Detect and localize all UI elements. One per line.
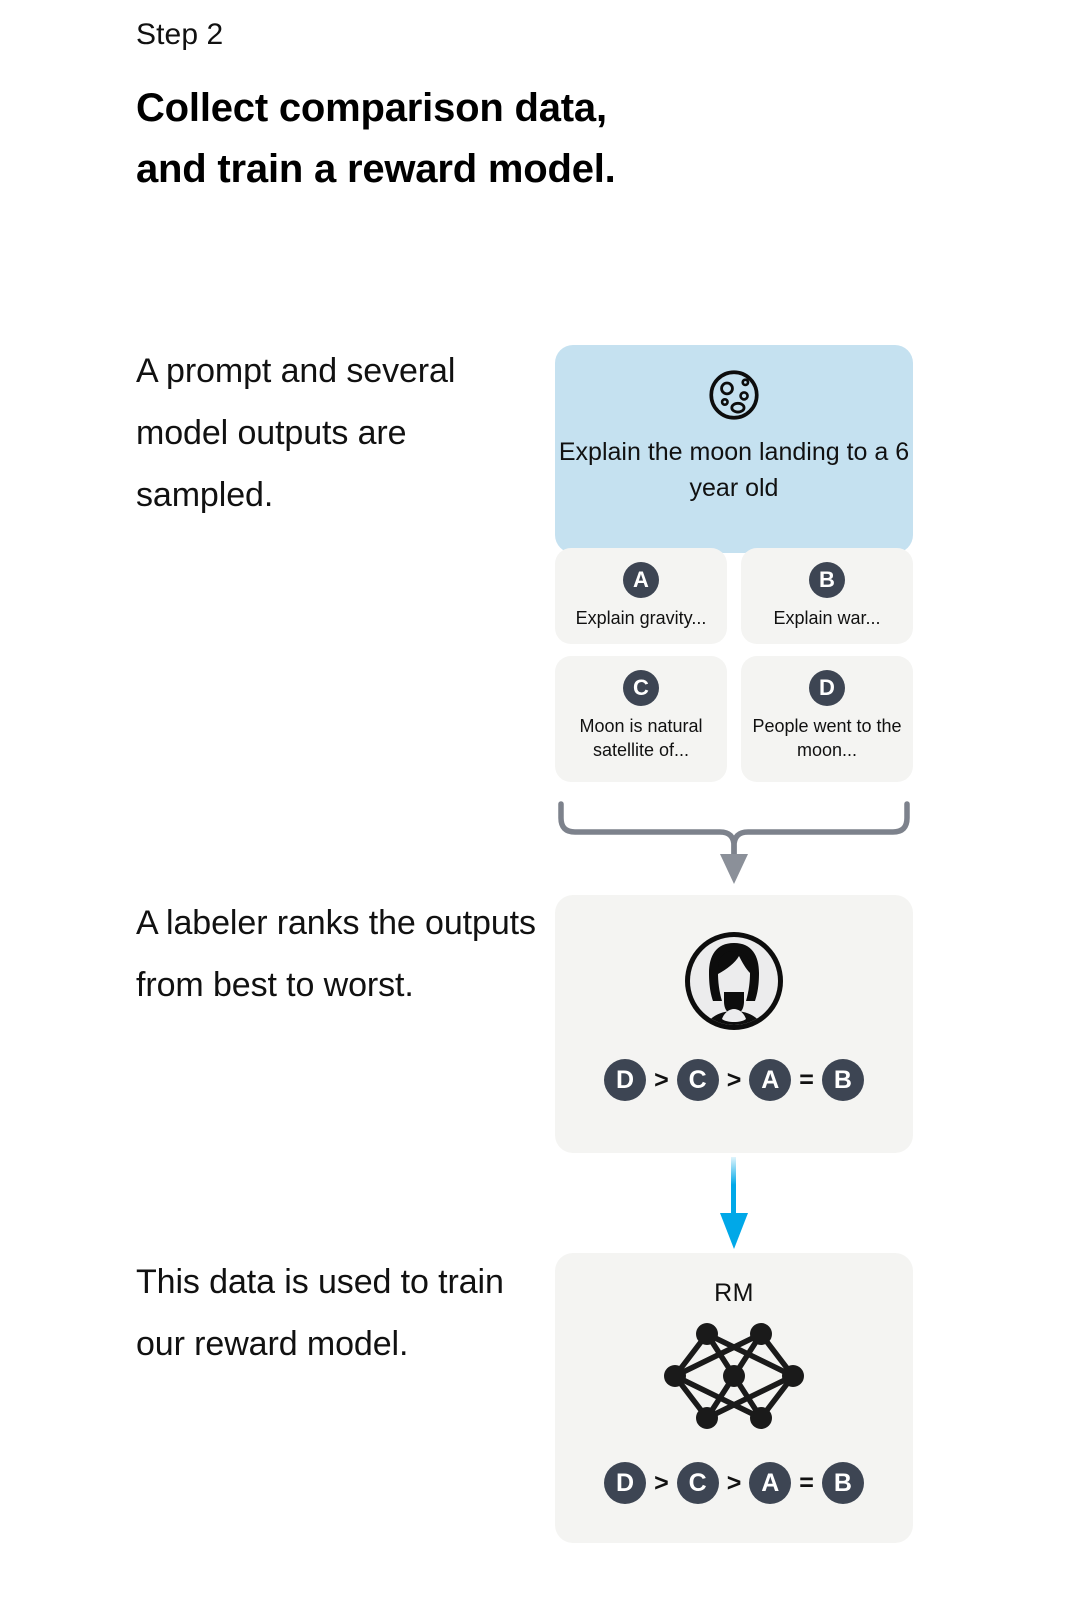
description-sampling: A prompt and several model outputs are s… xyxy=(136,352,456,514)
headline-line-2: and train a reward model. xyxy=(136,146,616,191)
rm-rank-badge-a: A xyxy=(749,1462,792,1504)
headline-line-1: Collect comparison data, xyxy=(136,86,607,130)
option-badge-b: B xyxy=(809,562,845,598)
reward-model-ranking: D > C > A = B xyxy=(604,1462,864,1504)
rm-rank-operator-2: > xyxy=(726,1468,742,1497)
option-text-a: Explain gravity... xyxy=(575,608,707,628)
rank-operator-2: > xyxy=(726,1065,742,1094)
option-card-d[interactable]: D People went to the moon... xyxy=(741,656,913,782)
option-cards-grid: A Explain gravity... B Explain war... C … xyxy=(555,548,913,782)
rank-badge-c: C xyxy=(676,1059,719,1101)
rm-rank-badge-d: D xyxy=(604,1462,647,1504)
rank-badge-a: A xyxy=(749,1059,792,1101)
description-labeling: A labeler ranks the outputs from best to… xyxy=(136,904,536,1004)
rm-label: RM xyxy=(714,1279,754,1307)
rm-rank-operator-1: > xyxy=(654,1468,669,1497)
moon-icon xyxy=(706,367,762,423)
page-title: Collect comparison data, and train a rew… xyxy=(136,78,776,200)
option-badge-a: A xyxy=(623,562,659,598)
rank-operator-3: = xyxy=(799,1065,814,1094)
description-training: This data is used to train our reward mo… xyxy=(136,1263,504,1363)
rank-badge-d: D xyxy=(604,1059,647,1101)
labeler-card: D > C > A = B xyxy=(555,895,913,1153)
rank-badge-b: B xyxy=(821,1059,864,1101)
option-card-c[interactable]: C Moon is natural satellite of... xyxy=(555,656,727,782)
rank-operator-1: > xyxy=(654,1065,669,1094)
labeler-ranking: D > C > A = B xyxy=(604,1059,864,1101)
rm-rank-badge-b: B xyxy=(821,1462,864,1504)
option-card-b[interactable]: B Explain war... xyxy=(741,548,913,644)
option-text-d: People went to the moon... xyxy=(752,716,902,760)
neural-network-icon xyxy=(659,1308,809,1436)
option-badge-d: D xyxy=(809,670,845,706)
brace-arrow-icon xyxy=(555,800,913,900)
option-text-c: Moon is natural satellite of... xyxy=(579,716,703,760)
labeler-avatar-icon xyxy=(682,929,786,1033)
rm-rank-badge-c: C xyxy=(676,1462,719,1504)
step-label: Step 2 xyxy=(136,18,224,51)
down-arrow-icon xyxy=(555,1155,913,1255)
option-text-b: Explain war... xyxy=(773,608,881,628)
reward-model-card: RM xyxy=(555,1253,913,1543)
option-card-a[interactable]: A Explain gravity... xyxy=(555,548,727,644)
rm-rank-operator-3: = xyxy=(799,1468,814,1497)
option-badge-c: C xyxy=(623,670,659,706)
prompt-card: Explain the moon landing to a 6 year old xyxy=(555,345,913,553)
prompt-text: Explain the moon landing to a 6 year old xyxy=(558,438,910,502)
